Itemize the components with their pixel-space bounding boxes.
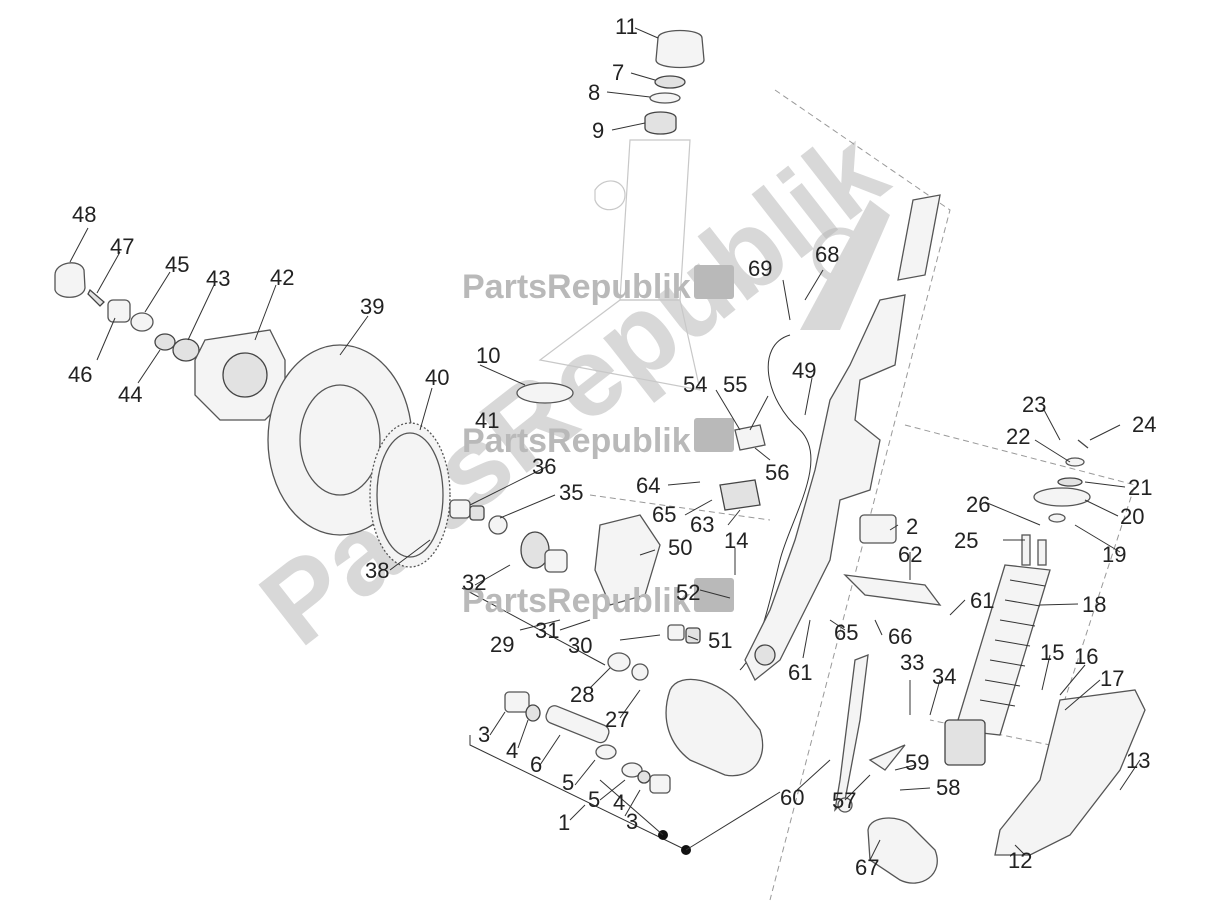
part-label-28: 28 [570,682,594,707]
watermark-small-text-1: PartsRepublik [462,268,691,306]
part-label-36: 36 [532,454,556,479]
part-label-33: 33 [900,650,924,675]
spring-seat-stack [1033,439,1091,523]
part-label-42: 42 [270,265,294,290]
part-label-61a: 61 [970,588,994,613]
mudguard [994,689,1146,856]
part-label-5a: 5 [562,770,574,795]
part-label-5b: 5 [588,787,600,812]
part-label-34: 34 [932,664,956,689]
part-label-65b: 65 [834,620,858,645]
part-label-20: 20 [1120,504,1144,529]
part-label-58: 58 [936,775,960,800]
part-label-12: 12 [1008,848,1032,873]
part-label-49: 49 [792,358,816,383]
part-label-51: 51 [708,628,732,653]
part-label-2: 2 [906,514,918,539]
part-label-31: 31 [535,618,559,643]
part-label-11: 11 [615,14,638,39]
watermark-small-2: PartsRepublik [462,418,734,460]
part-label-4a: 4 [506,738,518,763]
part-label-64: 64 [636,473,660,498]
part-label-67: 67 [855,855,879,880]
part-label-41: 41 [475,408,499,433]
part-label-50: 50 [668,535,692,560]
watermark-small-text-3: PartsRepublik [462,582,691,620]
part-label-65a: 65 [652,502,676,527]
part-label-66: 66 [888,624,912,649]
part-label-23: 23 [1022,392,1046,417]
part-label-15: 15 [1040,640,1064,665]
part-label-25: 25 [954,528,978,553]
part-label-3a: 3 [478,722,490,747]
part-label-16: 16 [1074,644,1098,669]
part-label-60: 60 [780,785,804,810]
brake-hose [739,334,812,671]
part-label-56: 56 [765,460,789,485]
watermark-small-3: PartsRepublik [462,578,734,620]
part-label-38: 38 [365,558,389,583]
part-label-45: 45 [165,252,189,277]
lower-brackets [834,574,942,884]
hub-parts [54,262,568,573]
part-label-24: 24 [1132,412,1156,437]
part-label-39: 39 [360,294,384,319]
part-label-1: 1 [558,810,570,835]
part-label-62: 62 [898,542,922,567]
part-label-4b: 4 [613,790,625,815]
part-label-35: 35 [559,480,583,505]
top-bearing-stack [644,29,705,135]
shock-absorber [944,534,1051,766]
watermark-small-text-2: PartsRepublik [462,422,691,460]
part-label-46: 46 [68,362,92,387]
watermark-logo-large [800,200,890,330]
part-label-29: 29 [490,632,514,657]
part-label-54: 54 [683,372,707,397]
fork-assembly [744,194,941,682]
part-label-21: 21 [1128,475,1152,500]
part-label-32: 32 [462,570,486,595]
part-label-7: 7 [612,60,624,85]
leader-lines [69,27,1141,861]
swing-arm [504,624,764,794]
part-label-59: 59 [905,750,929,775]
part-label-13: 13 [1126,748,1150,773]
part-label-30: 30 [568,633,592,658]
watermark-small-1: PartsRepublik [462,265,734,306]
part-label-69: 69 [748,256,772,281]
part-label-6: 6 [530,752,542,777]
part-label-8: 8 [588,80,600,105]
part-label-48: 48 [72,202,96,227]
part-label-61b: 61 [788,660,812,685]
part-label-55: 55 [723,372,747,397]
part-label-26: 26 [966,492,990,517]
part-label-14: 14 [724,528,748,553]
part-label-17: 17 [1100,666,1124,691]
part-label-10: 10 [476,343,500,368]
part-label-19: 19 [1102,542,1126,567]
part-label-18: 18 [1082,592,1106,617]
part-label-47: 47 [110,234,134,259]
steering-column-ghost [538,139,701,391]
part-label-40: 40 [425,365,449,390]
part-label-68: 68 [815,242,839,267]
part-label-3b: 3 [626,809,638,834]
part-label-44: 44 [118,382,142,407]
caliper-and-brackets [516,382,766,606]
part-label-9: 9 [592,118,604,143]
part-label-43: 43 [206,266,230,291]
part-label-22: 22 [1006,424,1030,449]
part-label-57: 57 [832,788,856,813]
part-label-63: 63 [690,512,714,537]
part-label-27: 27 [605,707,629,732]
part-label-52: 52 [676,580,700,605]
